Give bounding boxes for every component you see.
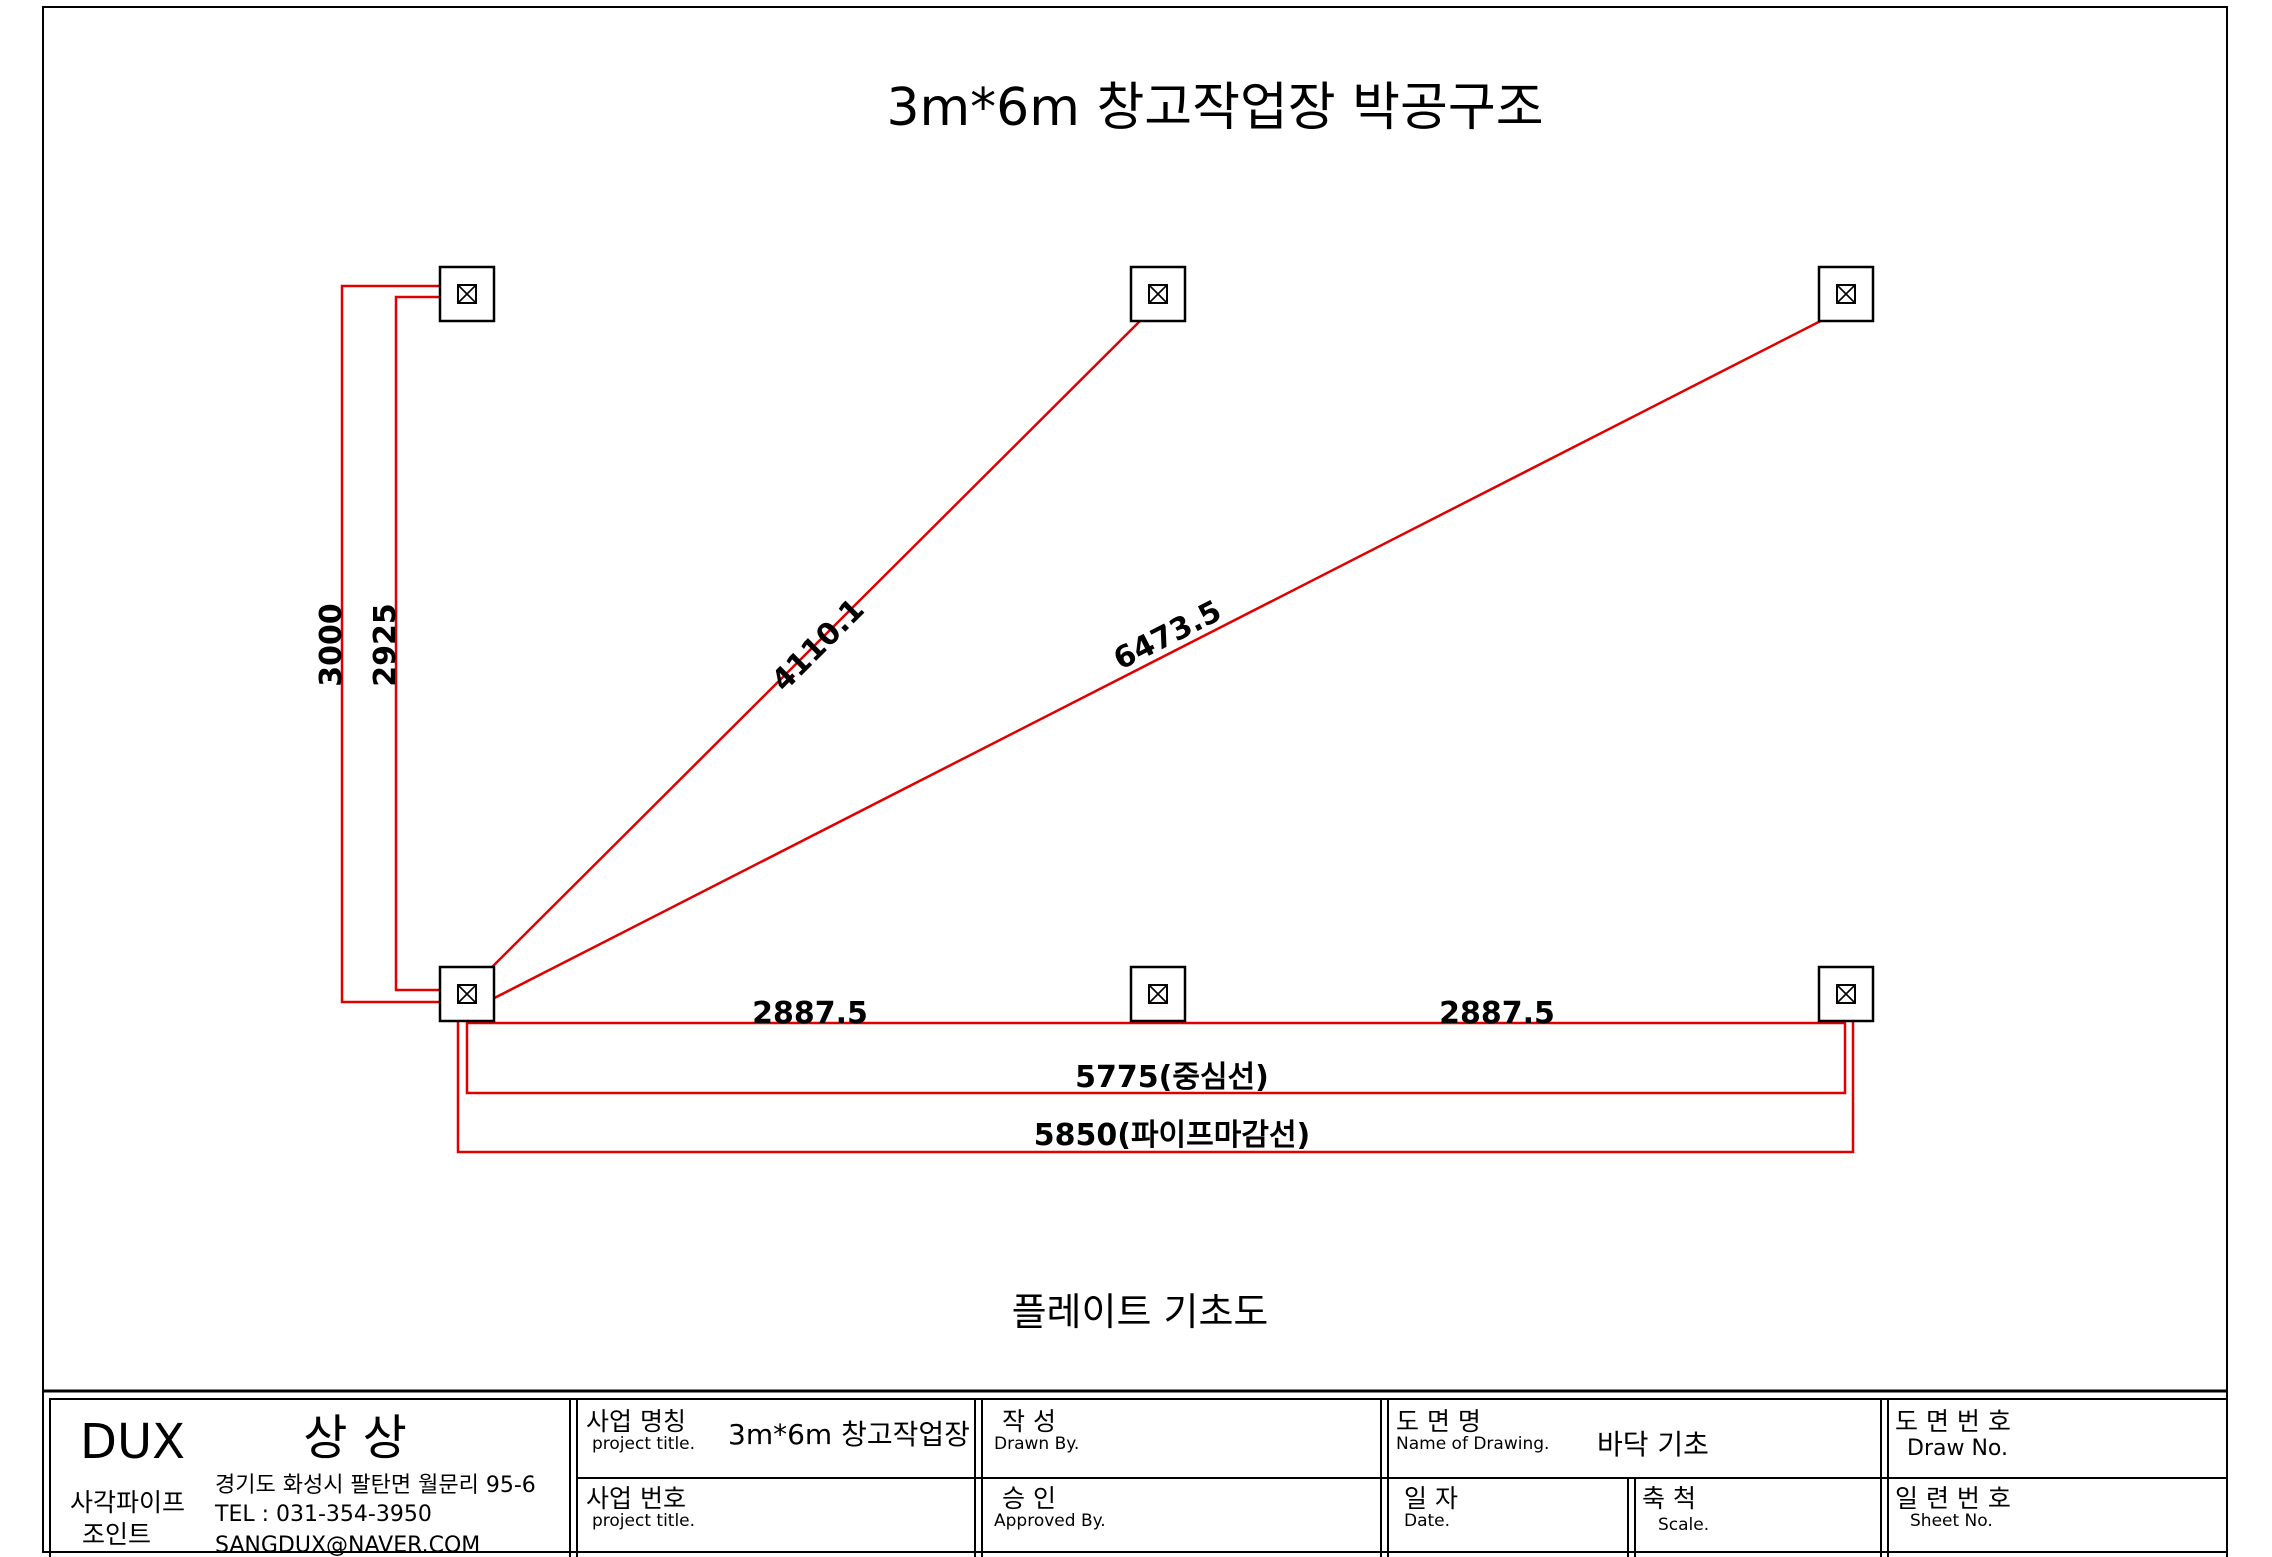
sheet-no-label: 일 련 번 호 [1895, 1484, 2011, 1513]
company-name: 상 상 [303, 1410, 407, 1466]
sheet-no-sub: Sheet No. [1910, 1511, 1993, 1531]
project-no-sub: project title. [592, 1511, 695, 1531]
drawing-subtitle: 플레이트 기초도 [1012, 1290, 1269, 1334]
post-bottom-middle [1129, 965, 1187, 1023]
company-address: 경기도 화성시 팔탄면 월문리 95-6 [215, 1473, 536, 1498]
drawn-by-sub: Drawn By. [994, 1434, 1079, 1454]
scale-label: 축 척 [1642, 1484, 1696, 1513]
drawing-name-sub: Name of Drawing. [1396, 1434, 1549, 1454]
dim-label-diagonal-short: 4110.1 [765, 592, 872, 699]
drawn-by-label: 작 성 [1002, 1407, 1056, 1436]
post-top-middle [1129, 265, 1187, 323]
project-name-value: 3m*6m 창고작업장 [728, 1418, 970, 1451]
dim-line-center [465, 996, 1847, 1095]
post-bottom-left [438, 965, 496, 1023]
draw-no-label: 도 면 번 호 [1895, 1407, 2011, 1436]
company-email: SANGDUX@NAVER.COM [215, 1533, 480, 1557]
title-block [43, 1389, 2228, 1557]
dim-label-pipe-line: 5850(파이프마감선) [1034, 1118, 1311, 1153]
date-label: 일 자 [1404, 1484, 1458, 1513]
dim-line-left-outer [340, 284, 467, 1004]
company-category-line2: 조인트 [82, 1520, 151, 1549]
project-name-label: 사업 명칭 [586, 1407, 686, 1436]
post-top-left [438, 265, 496, 323]
dim-label-bottom-left: 2887.5 [752, 996, 868, 1031]
post-top-right [1817, 265, 1875, 323]
company-tel: TEL : 031-354-3950 [214, 1502, 432, 1527]
project-name-sub: project title. [592, 1434, 695, 1454]
dim-label-left-outer: 3000 [314, 603, 349, 687]
drawing-name-value: 바닥 기초 [1597, 1428, 1709, 1461]
dim-label-diagonal-long: 6473.5 [1108, 594, 1227, 678]
post-plates [438, 265, 1875, 1023]
project-no-label: 사업 번호 [586, 1484, 686, 1513]
approved-by-sub: Approved By. [994, 1511, 1106, 1531]
post-bottom-right [1817, 965, 1875, 1023]
company-category-line1: 사각파이프 [70, 1488, 185, 1517]
dim-line-pipe [456, 996, 1855, 1154]
dim-label-center-line: 5775(중심선) [1075, 1060, 1269, 1095]
dim-label-bottom-right: 2887.5 [1439, 996, 1555, 1031]
draw-no-sub: Draw No. [1907, 1436, 2008, 1461]
company-logo: DUX [80, 1414, 185, 1470]
scale-sub: Scale. [1658, 1515, 1709, 1535]
date-sub: Date. [1404, 1511, 1450, 1531]
drawing-name-label: 도 면 명 [1396, 1407, 1481, 1436]
drawing-title: 3m*6m 창고작업장 박공구조 [886, 78, 1543, 138]
sheet-border [42, 6, 2228, 1553]
approved-by-label: 승 인 [1002, 1484, 1056, 1513]
dim-line-left-inner [394, 295, 467, 992]
dimension-lines [340, 284, 1855, 1154]
dim-label-left-inner: 2925 [368, 603, 403, 687]
